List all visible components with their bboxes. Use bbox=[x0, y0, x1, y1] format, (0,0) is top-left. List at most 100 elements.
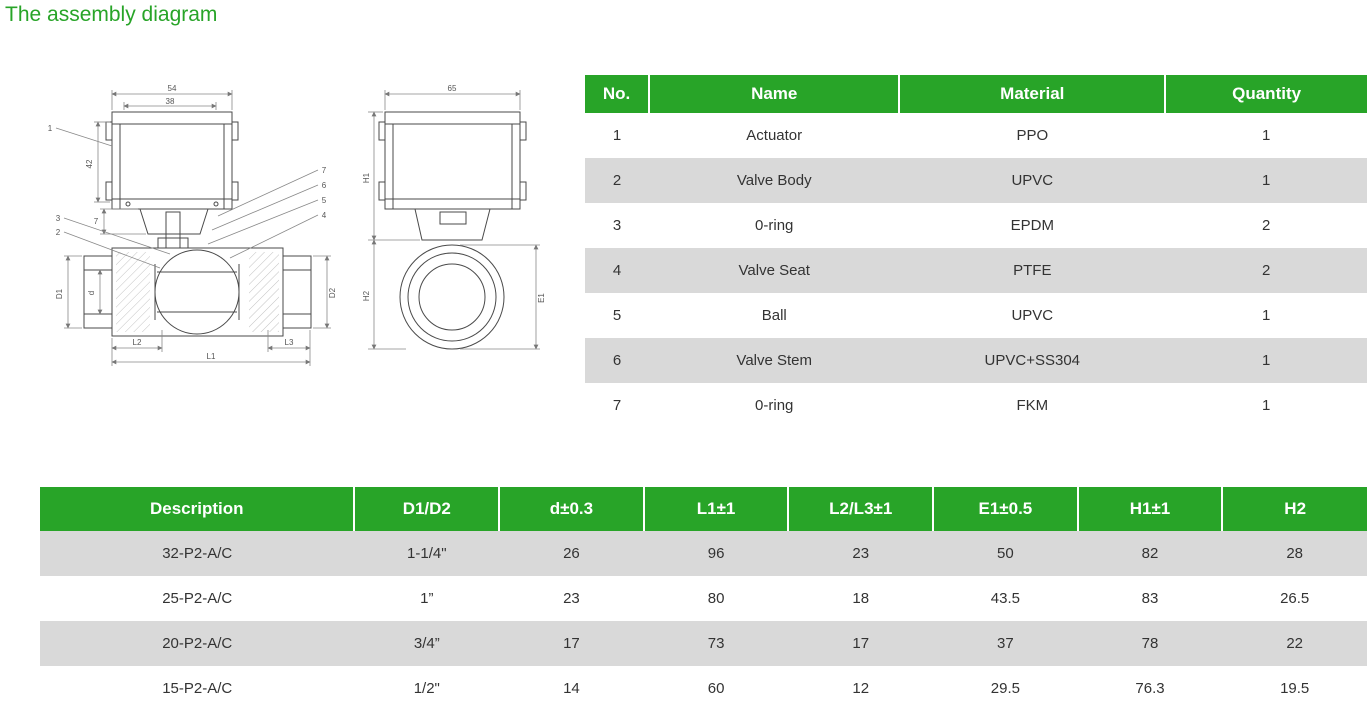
table-cell: 5 bbox=[612, 307, 622, 324]
table-cell: 7 bbox=[612, 397, 622, 414]
column-header: E1±0.5 bbox=[933, 487, 1079, 531]
table-cell: Actuator bbox=[746, 127, 803, 144]
table-cell: 18 bbox=[852, 590, 870, 607]
table-cell: Ball bbox=[761, 307, 787, 324]
callout-label: 6 bbox=[322, 181, 327, 190]
table-row: 1 Actuator PPO 1 bbox=[585, 113, 1367, 158]
table-cell: 1-1/4" bbox=[354, 531, 500, 576]
table-cell: 32-P2-A/C bbox=[40, 531, 355, 576]
table-cell: 1” bbox=[420, 590, 434, 607]
table-cell: PPO bbox=[1016, 127, 1049, 144]
table-cell: 23 bbox=[563, 590, 580, 607]
table-cell: 43.5 bbox=[990, 590, 1020, 607]
table-cell: 1/2" bbox=[413, 680, 440, 697]
table-cell: 2 bbox=[1261, 217, 1271, 234]
table-cell: 83 bbox=[1141, 590, 1159, 607]
table-cell: UPVC+SS304 bbox=[899, 338, 1166, 383]
dim-label: H2 bbox=[362, 290, 371, 301]
table-cell: 80 bbox=[707, 590, 725, 607]
table-cell: 3 bbox=[612, 217, 622, 234]
dim-label: 65 bbox=[448, 84, 457, 93]
table-cell: 60 bbox=[707, 680, 725, 697]
valve-drawing: 54 38 42 7 D1 d D2 L2 L3 L1 1 3 2 7 6 5 … bbox=[48, 84, 546, 366]
dim-label: E1 bbox=[537, 293, 546, 303]
front-view bbox=[83, 111, 312, 337]
page-title: The assembly diagram bbox=[5, 3, 218, 26]
dim-label: D2 bbox=[328, 287, 337, 298]
table-cell: 17 bbox=[788, 621, 934, 666]
table-cell: Valve Seat bbox=[649, 248, 900, 293]
dim-label: L2 bbox=[133, 338, 142, 347]
column-header: Description bbox=[40, 487, 356, 531]
dim-label: L3 bbox=[285, 338, 294, 347]
table-cell: 12 bbox=[852, 680, 870, 697]
column-header: d±0.3 bbox=[499, 487, 645, 531]
table-cell: 96 bbox=[643, 531, 789, 576]
table-cell: 22 bbox=[1222, 621, 1367, 666]
table-cell: 15-P2-A/C bbox=[162, 680, 233, 697]
table-cell: 19.5 bbox=[1280, 680, 1310, 697]
callout-label: 4 bbox=[322, 211, 327, 220]
table-cell: Valve Body bbox=[649, 158, 900, 203]
table-cell: 78 bbox=[1077, 621, 1223, 666]
table-cell: 2 bbox=[1165, 248, 1367, 293]
dim-label: d bbox=[87, 291, 96, 295]
column-header: L2/L3±1 bbox=[788, 487, 935, 531]
table-cell: 1 bbox=[1261, 307, 1271, 324]
dim-label: 42 bbox=[85, 159, 94, 168]
callout-label: 2 bbox=[56, 228, 61, 237]
column-header: H1±1 bbox=[1077, 487, 1224, 531]
dim-label: 38 bbox=[166, 97, 175, 106]
column-header: Quantity bbox=[1165, 75, 1367, 113]
table-cell: 2 bbox=[585, 158, 650, 203]
table-row: 25-P2-A/C 1” 23 80 18 43.5 83 26.5 bbox=[40, 576, 1367, 621]
table-cell: 28 bbox=[1222, 531, 1367, 576]
table-cell: 26.5 bbox=[1280, 590, 1310, 607]
dim-label: H1 bbox=[362, 172, 371, 183]
table-cell: 23 bbox=[788, 531, 934, 576]
table-cell: 4 bbox=[585, 248, 650, 293]
table-cell: 1 bbox=[1261, 127, 1271, 144]
column-header: Material bbox=[899, 75, 1167, 113]
dim-label: 7 bbox=[94, 217, 99, 226]
dim-label: D1 bbox=[55, 288, 64, 299]
table-cell: 73 bbox=[643, 621, 789, 666]
column-header: L1±1 bbox=[643, 487, 790, 531]
table-cell: FKM bbox=[1016, 397, 1049, 414]
callout-label: 1 bbox=[48, 124, 53, 133]
table-cell: 1 bbox=[612, 127, 622, 144]
column-header: H2 bbox=[1222, 487, 1367, 531]
callout-label: 3 bbox=[56, 214, 61, 223]
table-cell: 25-P2-A/C bbox=[162, 590, 233, 607]
table-cell: 17 bbox=[499, 621, 644, 666]
dimension-lines bbox=[55, 90, 540, 366]
table-cell: 50 bbox=[933, 531, 1078, 576]
table-cell: 6 bbox=[585, 338, 650, 383]
table-cell: 26 bbox=[499, 531, 644, 576]
column-header: D1/D2 bbox=[354, 487, 501, 531]
side-view bbox=[378, 111, 527, 350]
table-cell: 0-ring bbox=[755, 397, 794, 414]
table-cell: 37 bbox=[933, 621, 1078, 666]
dim-label: L1 bbox=[207, 352, 216, 361]
table-cell: 20-P2-A/C bbox=[40, 621, 355, 666]
callout-label: 7 bbox=[322, 166, 327, 175]
table-cell: 3/4” bbox=[354, 621, 500, 666]
